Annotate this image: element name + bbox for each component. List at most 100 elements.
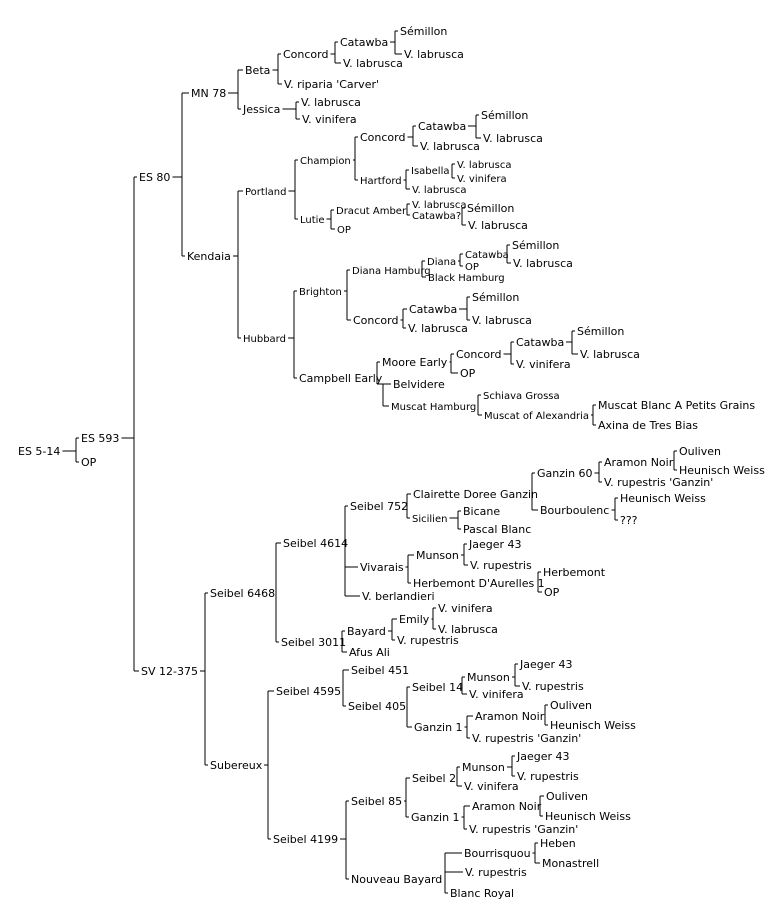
node-label-s-millon: Sémillon [577, 325, 624, 338]
node-label-v-labrusca: V. labrusca [483, 132, 543, 145]
node-label-s-millon: Sémillon [512, 239, 559, 252]
node-label-v-rupestris: V. rupestris [522, 680, 584, 693]
node-label-concord: Concord [353, 314, 398, 327]
node-label-v-labrusca: V. labrusca [472, 314, 532, 327]
node-label-bourrisquou: Bourrisquou [464, 847, 531, 860]
node-label-concord: Concord [360, 131, 405, 144]
node-label-ouliven: Ouliven [550, 699, 592, 712]
node-label-jaeger-43: Jaeger 43 [516, 750, 570, 763]
node-label-v-labrusca: V. labrusca [412, 200, 466, 211]
node-label-v-riparia-carver: V. riparia 'Carver' [284, 78, 379, 91]
node-label-v-labrusca: V. labrusca [580, 348, 640, 361]
node-label-vivarais: Vivarais [360, 561, 404, 574]
node-label-sv-12-375: SV 12-375 [141, 665, 198, 678]
node-label-heunisch-weiss: Heunisch Weiss [620, 492, 706, 505]
node-label-catawba: Catawba [340, 36, 388, 49]
node-label-v-rupestris: V. rupestris [517, 770, 579, 783]
node-label-belvidere: Belvidere [393, 378, 445, 391]
node-label-op: OP [460, 367, 476, 380]
node-label-v-berlandieri: V. berlandieri [362, 590, 435, 603]
node-label-seibel-4199: Seibel 4199 [273, 833, 338, 846]
node-label-munson: Munson [467, 671, 510, 684]
node-label-op: OP [544, 586, 560, 599]
node-label-portland: Portland [245, 187, 286, 198]
node-label-seibel-85: Seibel 85 [351, 795, 402, 808]
node-label-catawba: Catawba [418, 120, 466, 133]
node-label-concord: Concord [456, 348, 501, 361]
node-label-seibel-6468: Seibel 6468 [210, 587, 275, 600]
node-label-concord: Concord [283, 48, 328, 61]
node-label-isabella: Isabella [411, 166, 449, 177]
node-label-v-rupestris-ganzin: V. rupestris 'Ganzin' [604, 476, 713, 489]
node-label-seibel-752: Seibel 752 [350, 500, 408, 513]
node-label-seibel-2: Seibel 2 [412, 772, 456, 785]
node-label-brighton: Brighton [299, 287, 342, 298]
node-label-ouliven: Ouliven [679, 445, 721, 458]
node-label-moore-early: Moore Early [382, 356, 448, 369]
node-label-v-labrusca: V. labrusca [457, 160, 511, 171]
node-label-seibel-3011: Seibel 3011 [281, 636, 346, 649]
node-label-ganzin-60: Ganzin 60 [537, 467, 593, 480]
node-label-v-rupestris: V. rupestris [465, 866, 527, 879]
node-label-aramon-noir: Aramon Noir [475, 710, 545, 723]
node-label-muscat-of-alexandria: Muscat of Alexandria [484, 411, 589, 422]
node-label-catawba: Catawba? [412, 211, 461, 222]
node-label-v-labrusca: V. labrusca [343, 57, 403, 70]
node-label-munson: Munson [462, 761, 505, 774]
node-label-bicane: Bicane [463, 505, 500, 518]
node-label-v-labrusca: V. labrusca [420, 140, 480, 153]
node-label-diana-hamburg: Diana Hamburg [352, 266, 431, 277]
node-label-v-labrusca: V. labrusca [468, 219, 528, 232]
node-label-op: OP [337, 225, 351, 236]
node-label-pascal-blanc: Pascal Blanc [463, 523, 531, 536]
node-label-jaeger-43: Jaeger 43 [519, 658, 573, 671]
node-label-v-vinifera: V. vinifera [302, 113, 357, 126]
node-label-heunisch-weiss: Heunisch Weiss [550, 719, 636, 732]
node-label-sicilien: Sicilien [412, 514, 447, 525]
node-label-schiava-grossa: Schiava Grossa [483, 391, 560, 402]
node-label-seibel-451: Seibel 451 [351, 664, 409, 677]
node-label-es-80: ES 80 [139, 171, 170, 184]
node-label-clairette-doree-ganzin: Clairette Doree Ganzin [413, 488, 538, 501]
node-label-black-hamburg: Black Hamburg [428, 273, 505, 284]
node-label-aramon-noir: Aramon Noir [604, 456, 674, 469]
node-label-jessica: Jessica [242, 103, 280, 116]
node-label-aramon-noir: Aramon Noir [472, 800, 542, 813]
node-label-v-vinifera: V. vinifera [516, 358, 571, 371]
node-label-op: OP [81, 456, 97, 469]
node-label-emily: Emily [399, 613, 430, 626]
node-label-v-vinifera: V. vinifera [457, 174, 507, 185]
node-label-ganzin-1: Ganzin 1 [414, 721, 463, 734]
node-label-champion: Champion [300, 156, 351, 167]
node-label-seibel-14: Seibel 14 [412, 681, 463, 694]
node-label-catawba: Catawba [409, 303, 457, 316]
node-label-unknown: ??? [620, 514, 638, 527]
node-label-herbemont-d-aurelles-1: Herbemont D'Aurelles 1 [413, 577, 545, 590]
node-label-v-labrusca: V. labrusca [513, 257, 573, 270]
node-label-hubbard: Hubbard [243, 334, 286, 345]
node-label-s-millon: Sémillon [481, 109, 528, 122]
node-label-v-rupestris: V. rupestris [470, 559, 532, 572]
node-label-jaeger-43: Jaeger 43 [468, 538, 522, 551]
node-label-v-labrusca: V. labrusca [404, 48, 464, 61]
node-label-afus-ali: Afus Ali [349, 646, 390, 659]
node-label-v-vinifera: V. vinifera [438, 602, 493, 615]
node-label-seibel-405: Seibel 405 [348, 700, 406, 713]
node-label-v-labrusca: V. labrusca [412, 185, 466, 196]
node-label-ganzin-1: Ganzin 1 [411, 811, 460, 824]
node-label-nouveau-bayard: Nouveau Bayard [351, 873, 442, 886]
node-label-munson: Munson [416, 549, 459, 562]
node-label-muscat-hamburg: Muscat Hamburg [391, 402, 476, 413]
node-label-heben: Heben [540, 837, 576, 850]
node-label-axina-de-tres-bias: Axina de Tres Bias [598, 419, 698, 432]
node-label-kendaia: Kendaia [187, 250, 231, 263]
node-label-bourboulenc: Bourboulenc [540, 504, 609, 517]
node-label-s-millon: Sémillon [472, 291, 519, 304]
node-label-seibel-4614: Seibel 4614 [283, 537, 348, 550]
node-label-s-millon: Sémillon [400, 25, 447, 38]
node-label-blanc-royal: Blanc Royal [450, 887, 514, 900]
node-label-v-rupestris-ganzin: V. rupestris 'Ganzin' [469, 823, 578, 836]
node-label-dracut-amber: Dracut Amber [336, 206, 407, 217]
node-label-hartford: Hartford [360, 176, 402, 187]
